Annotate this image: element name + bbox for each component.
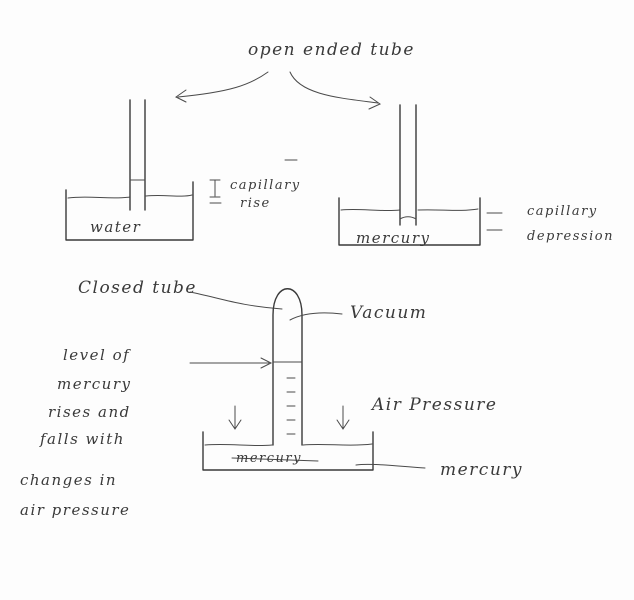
label-capillary-depression-1: capillary bbox=[527, 204, 598, 219]
note-line-1: level of bbox=[63, 346, 131, 364]
note-line-2: mercury bbox=[57, 375, 132, 393]
label-closed-tube: Closed tube bbox=[78, 278, 197, 298]
note-line-5: changes in bbox=[20, 471, 118, 489]
strikeout-line bbox=[231, 457, 319, 462]
mercury-pointer-line bbox=[355, 463, 426, 469]
label-capillary-rise-2: rise bbox=[240, 196, 271, 211]
air-pressure-arrow-left-head bbox=[228, 419, 242, 430]
arrow-head-left bbox=[175, 89, 187, 103]
label-capillary-depression-2: depression bbox=[527, 229, 614, 244]
label-water: water bbox=[90, 218, 142, 236]
label-mercury-right-dish: mercury bbox=[356, 229, 431, 247]
label-mercury-pointer: mercury bbox=[440, 460, 524, 480]
closed-tube-pointer-line bbox=[189, 291, 283, 310]
mercury-meniscus-in-tube bbox=[399, 216, 417, 220]
note-line-4: falls with bbox=[40, 430, 125, 448]
note-line-3: rises and bbox=[48, 403, 131, 421]
mercury-surface-bottom bbox=[204, 443, 373, 447]
arrow-head-right bbox=[368, 96, 382, 110]
mercury-surface-right bbox=[340, 208, 479, 212]
mercury-dish-right bbox=[338, 197, 481, 246]
title-open-ended-tube: open ended tube bbox=[248, 40, 415, 60]
vacuum-pointer-line bbox=[289, 312, 343, 321]
label-capillary-rise-1: capillary bbox=[230, 178, 301, 193]
air-pressure-arrow-right-head bbox=[336, 419, 350, 430]
label-air-pressure: Air Pressure bbox=[372, 395, 498, 415]
label-mercury-crossed: mercury bbox=[236, 451, 302, 466]
label-vacuum: Vacuum bbox=[350, 303, 428, 323]
arrow-to-left-tube bbox=[177, 71, 269, 98]
barometer-tube bbox=[272, 288, 303, 446]
arrow-to-right-tube bbox=[289, 71, 379, 104]
mercury-dish-bottom bbox=[202, 431, 374, 471]
note-line-6: air pressure bbox=[20, 501, 131, 519]
level-arrow-head bbox=[260, 357, 273, 369]
water-dish bbox=[65, 181, 194, 241]
water-surface bbox=[67, 194, 193, 199]
mercury-column-ticks bbox=[286, 377, 296, 435]
